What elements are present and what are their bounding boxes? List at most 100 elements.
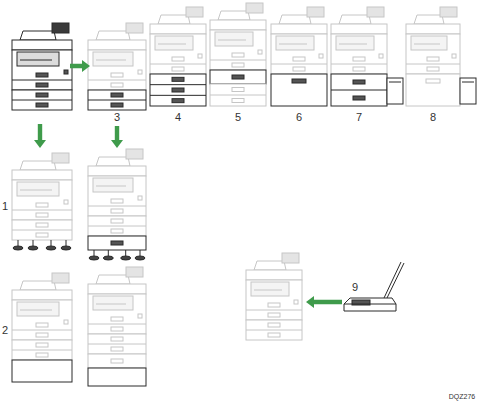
part-line xyxy=(150,95,206,96)
option-unit xyxy=(88,236,146,250)
printer xyxy=(12,153,72,250)
part-line xyxy=(339,44,367,45)
part-line xyxy=(414,44,440,45)
part-line xyxy=(33,240,34,246)
control-panel xyxy=(126,23,143,33)
power xyxy=(138,314,142,318)
caster xyxy=(46,246,56,250)
scanner xyxy=(210,20,266,30)
drawer-handle xyxy=(172,57,184,61)
printer xyxy=(150,7,206,106)
drawer-handle xyxy=(36,233,48,237)
printer xyxy=(88,149,146,260)
power xyxy=(258,50,262,54)
adf xyxy=(218,11,250,20)
adf xyxy=(96,157,130,166)
option-unit xyxy=(88,90,146,110)
part-line xyxy=(246,330,302,331)
option-unit xyxy=(210,84,266,106)
callout-number: 2 xyxy=(2,325,8,336)
printer xyxy=(12,273,72,382)
callout-number: 3 xyxy=(114,112,120,123)
control-panel xyxy=(52,273,69,283)
drawer-handle xyxy=(111,229,123,233)
drawer-handle xyxy=(111,219,123,223)
part-line xyxy=(88,80,146,81)
output-tray xyxy=(276,36,314,50)
power xyxy=(319,54,323,58)
part-line xyxy=(331,64,387,65)
part-line xyxy=(246,310,302,311)
callout-number: 5 xyxy=(235,112,241,123)
printer xyxy=(246,253,302,340)
drawer-handle xyxy=(36,353,48,357)
option-unit xyxy=(406,74,460,106)
control-panel xyxy=(246,3,263,13)
scanner xyxy=(406,24,460,34)
part-line xyxy=(344,304,396,305)
drawer-handle xyxy=(36,203,48,207)
part-line xyxy=(125,250,126,256)
scanner xyxy=(246,270,302,280)
part-line xyxy=(150,84,206,85)
adf xyxy=(254,261,286,270)
drawer-handle xyxy=(172,77,184,81)
scanner xyxy=(12,40,72,50)
part-line xyxy=(12,230,72,231)
part-line xyxy=(12,350,72,351)
option-unit xyxy=(12,90,72,110)
adf xyxy=(279,15,311,24)
drawer-handle xyxy=(36,213,48,217)
power xyxy=(452,54,456,58)
output-tray xyxy=(17,52,59,66)
drawer-handle xyxy=(232,63,244,67)
side-tray xyxy=(387,78,403,104)
drawer-handle xyxy=(111,317,123,321)
drawer-handle xyxy=(293,57,305,61)
drawer-handle xyxy=(427,67,439,71)
printer xyxy=(271,7,327,106)
control-panel xyxy=(186,7,203,17)
power xyxy=(294,300,298,304)
part-line xyxy=(96,304,126,305)
adf xyxy=(20,281,56,290)
part-line xyxy=(20,190,52,191)
part-line xyxy=(20,60,52,61)
drawer-handle xyxy=(111,93,123,97)
body xyxy=(271,34,327,74)
control-panel xyxy=(126,149,143,159)
part-line xyxy=(12,210,72,211)
part-line xyxy=(384,262,401,298)
drawer-handle xyxy=(172,67,184,71)
power xyxy=(138,70,142,74)
control-panel xyxy=(282,253,299,263)
output-tray xyxy=(215,32,253,46)
adf xyxy=(20,31,56,40)
drawer-handle xyxy=(36,323,48,327)
body xyxy=(246,280,302,320)
caster xyxy=(13,246,23,250)
body xyxy=(210,30,266,70)
output-tray xyxy=(93,178,133,192)
part-line xyxy=(12,80,72,81)
callout-number: 1 xyxy=(2,201,8,212)
side-tray xyxy=(460,78,476,104)
drawer-handle xyxy=(353,67,365,71)
scanner xyxy=(150,24,206,34)
option-unit xyxy=(271,74,327,106)
drawer-handle xyxy=(36,333,48,337)
scanner xyxy=(271,24,327,34)
option-unit xyxy=(331,74,387,106)
body xyxy=(406,34,460,74)
caster xyxy=(135,256,145,260)
callout-number: 8 xyxy=(430,112,436,123)
control-panel xyxy=(52,153,69,163)
scanner xyxy=(12,170,72,180)
drawer-handle xyxy=(172,99,184,103)
part-line xyxy=(210,95,266,96)
drawer-handle xyxy=(111,209,123,213)
option-device xyxy=(344,262,404,311)
part-line xyxy=(387,263,404,298)
drawer-handle xyxy=(427,57,439,61)
